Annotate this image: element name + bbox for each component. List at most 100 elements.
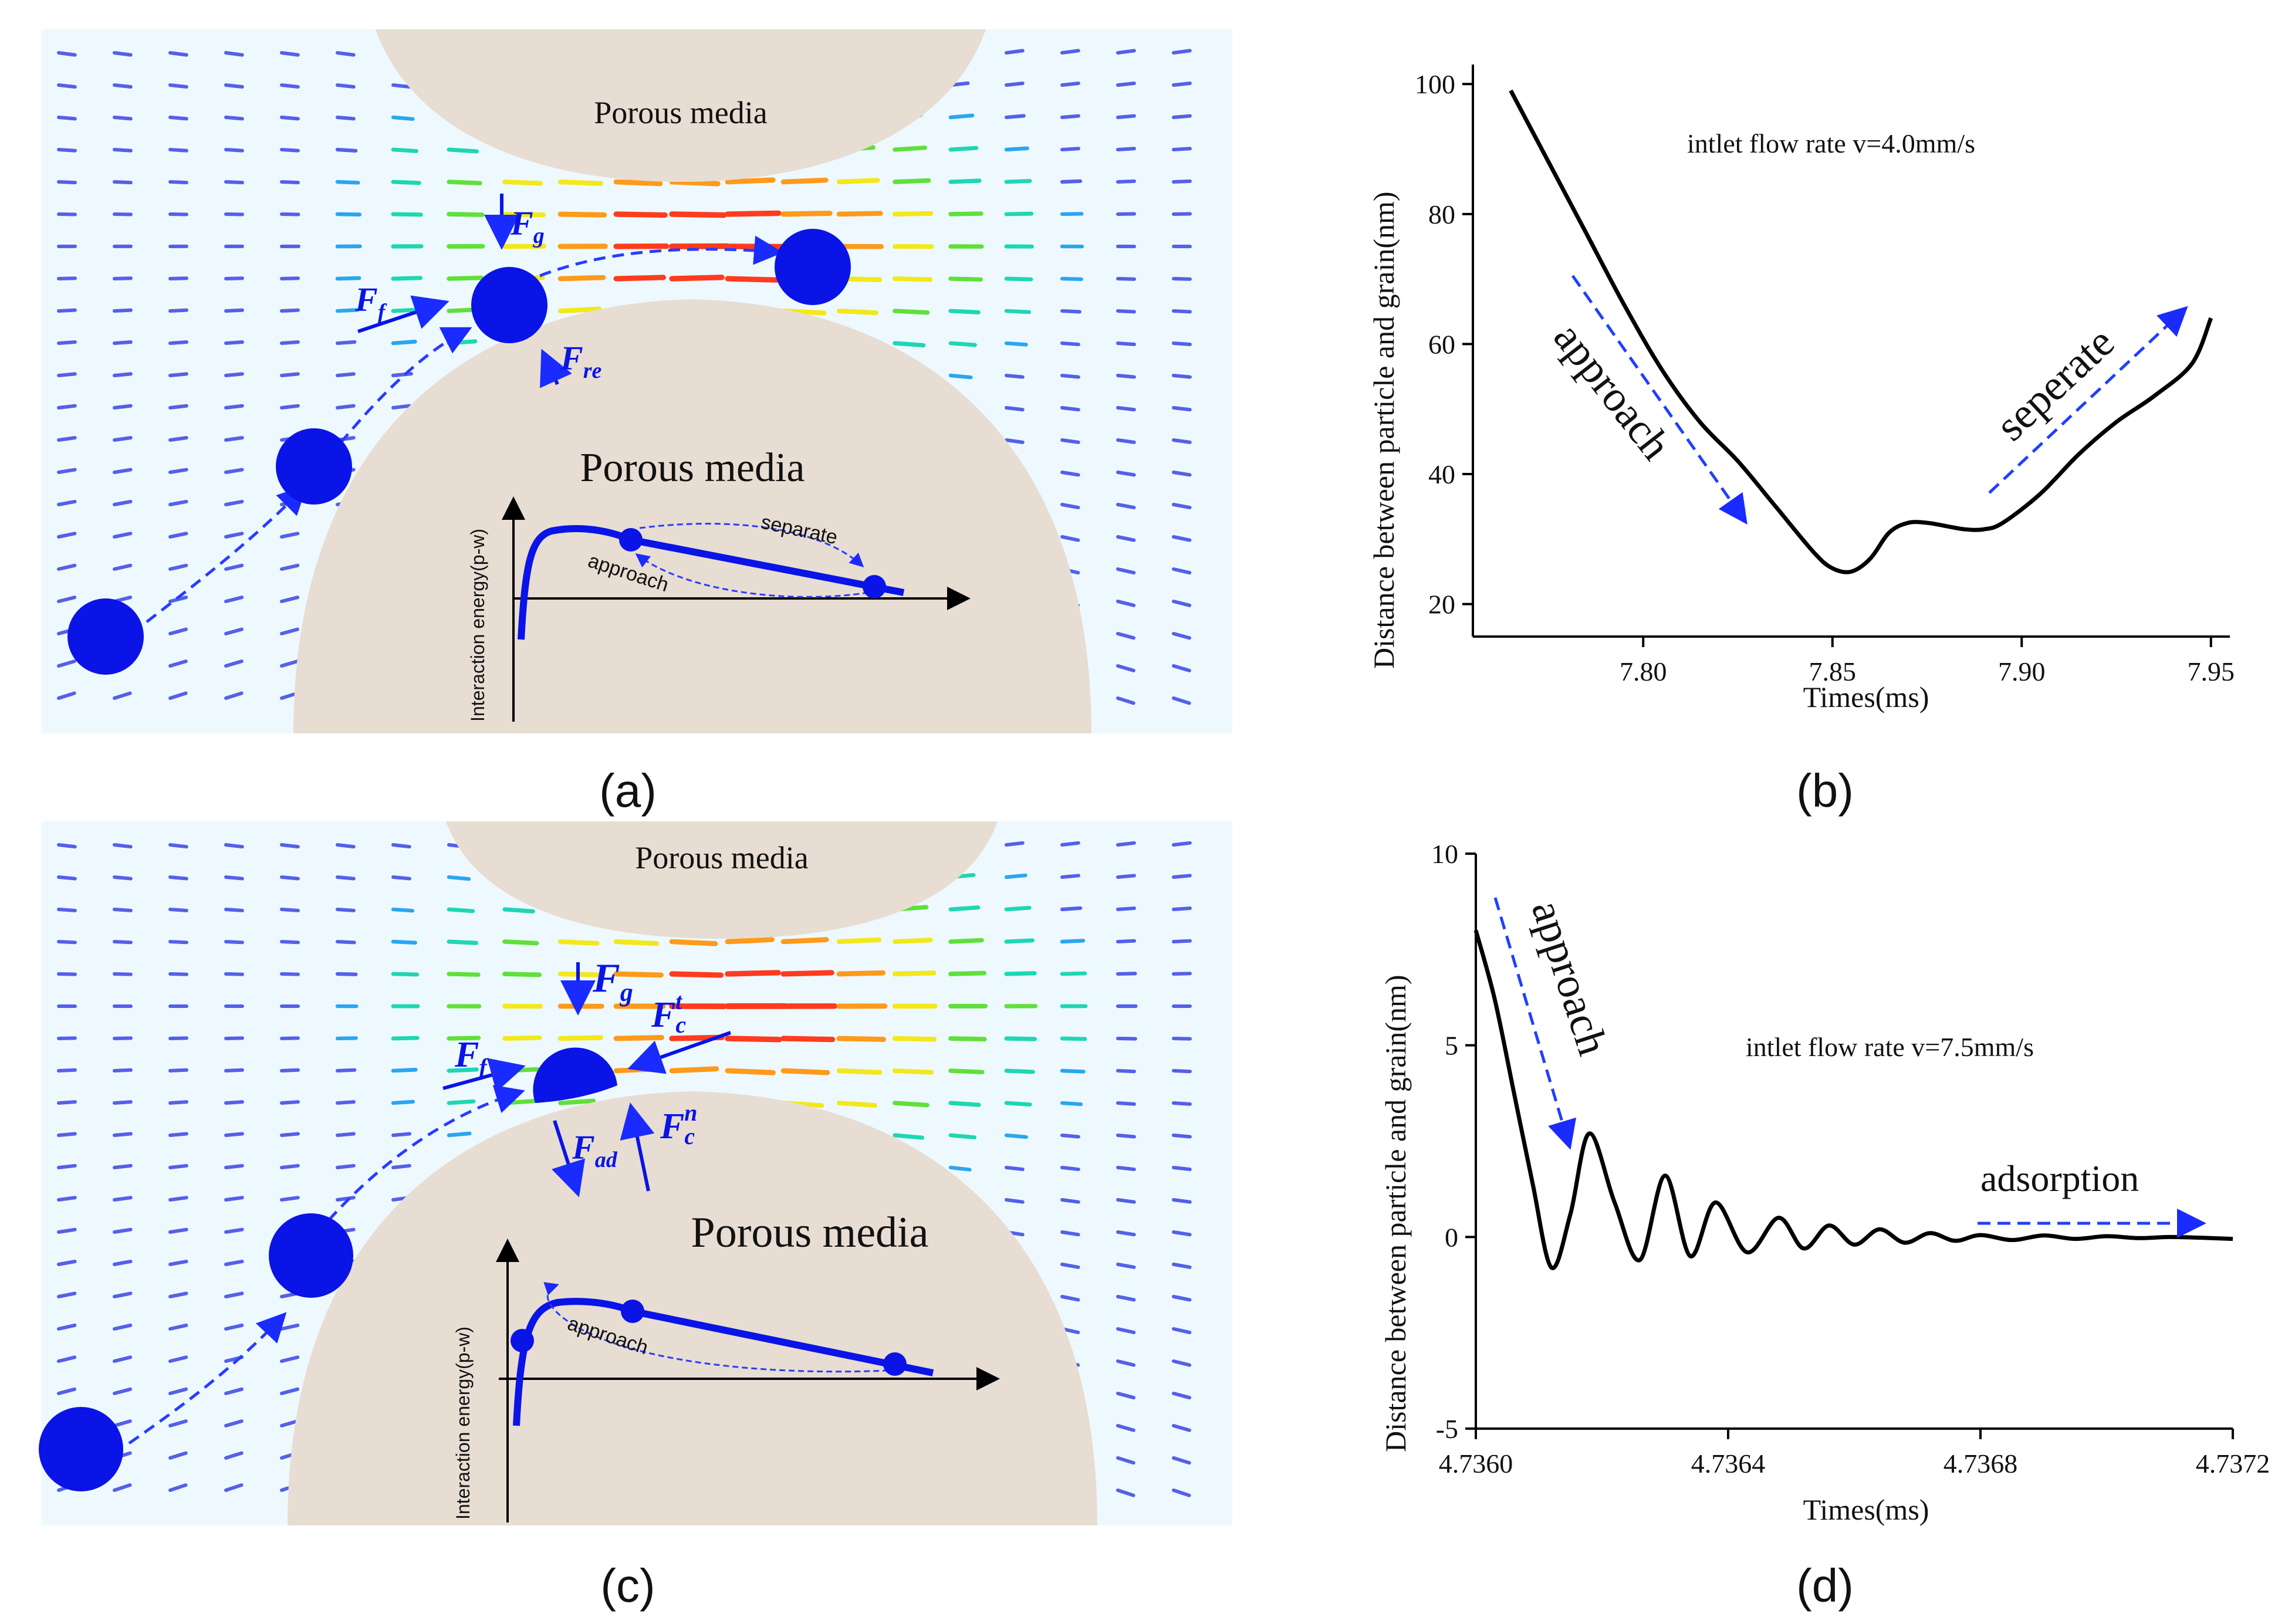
panel-label-c: (c) [600, 1559, 655, 1612]
flow-vector [113, 1323, 133, 1331]
flow-vector [1172, 374, 1192, 379]
flow-vector [893, 178, 931, 184]
flow-vector [113, 532, 133, 539]
flow-vector [447, 875, 471, 881]
flow-vector [57, 116, 77, 121]
chart-d-series-line [1473, 929, 2233, 1270]
flow-vector [113, 276, 133, 280]
panel-label-d: (d) [1796, 1559, 1854, 1612]
flow-vector [1116, 1392, 1136, 1400]
flow-vector [113, 1387, 133, 1395]
flow-vector [502, 939, 539, 946]
flow-vector [335, 340, 357, 346]
flow-vector [1116, 535, 1136, 542]
chart-b-xtick-label: 7.85 [1809, 657, 1857, 686]
flow-vector [1172, 664, 1191, 672]
flow-vector [57, 372, 77, 377]
flow-vector [1060, 438, 1080, 444]
flow-vector [391, 1163, 411, 1169]
flow-vector [447, 1099, 476, 1105]
flow-vector [224, 372, 244, 377]
flow-vector [224, 1483, 244, 1492]
flow-vector [1116, 632, 1136, 640]
flow-vector [725, 210, 782, 217]
flow-vector [893, 309, 930, 315]
flow-vector [224, 1260, 244, 1266]
flow-vector [1172, 696, 1191, 705]
chart-d-xlabel: Times(ms) [1803, 1493, 1929, 1526]
flow-vector [113, 908, 133, 912]
particle-a1 [67, 598, 144, 675]
flow-vector [57, 843, 77, 849]
flow-vector [391, 307, 421, 313]
flow-vector [113, 340, 133, 345]
flow-vector [948, 1165, 972, 1172]
flow-vector [1060, 147, 1080, 151]
chart-d-ylabel: Distance between particle and grain(nm) [1379, 975, 1412, 1452]
flow-vector [224, 972, 244, 976]
flow-vector [1116, 438, 1136, 444]
flow-vector [168, 532, 188, 539]
flow-vector [447, 212, 485, 217]
flow-vector [1172, 81, 1192, 87]
flow-vector [1116, 1359, 1136, 1367]
flow-vector [280, 1419, 299, 1427]
flow-vector [391, 939, 417, 945]
flow-vector [669, 179, 721, 187]
flow-vector [168, 1419, 188, 1427]
flow-vector [113, 1132, 133, 1137]
flow-vector [280, 596, 300, 603]
flow-vector [113, 212, 133, 216]
flow-vector [1005, 81, 1025, 87]
force-fcn-arrow-c [620, 1102, 655, 1192]
inset-approach-arrow-a [635, 553, 869, 598]
flow-vector [836, 178, 880, 185]
flow-vector [280, 404, 300, 410]
flow-vector [613, 211, 668, 218]
flow-vector [336, 908, 356, 912]
flow-vector [447, 907, 475, 914]
flow-vector [1116, 309, 1136, 314]
flow-vector [948, 341, 977, 347]
inset-energy-curve-c [513, 1298, 934, 1426]
flow-vector [113, 1068, 133, 1072]
flow-vector [224, 596, 244, 603]
flow-vector [280, 1355, 300, 1363]
flow-vector [1116, 841, 1136, 847]
flow-vector [1172, 632, 1192, 640]
flow-vector [336, 404, 356, 410]
bottom-grain-a [293, 299, 1091, 733]
chart-d-ytick-label: -5 [1436, 1414, 1458, 1444]
flow-vector [836, 937, 882, 945]
flow-vector [57, 276, 77, 280]
flow-vector [1005, 1198, 1025, 1204]
flow-vector [1116, 1134, 1136, 1139]
flow-vector [613, 1066, 660, 1074]
flow-vector [1172, 1230, 1192, 1237]
flow-vector [1116, 874, 1136, 879]
flow-vector [280, 1387, 300, 1395]
chart-d-annotation: intlet flow rate v=7.5mm/s [1746, 1032, 2034, 1062]
chart-b-approach-arrow [1571, 275, 1748, 525]
flow-vector [836, 970, 886, 977]
flow-vector [280, 372, 300, 377]
flow-vector [893, 1068, 934, 1075]
flow-vector [1172, 972, 1192, 976]
flow-vector [669, 1066, 719, 1074]
flow-vector [224, 532, 244, 539]
flow-vector [336, 51, 356, 57]
flow-vector [836, 308, 878, 316]
flow-vector [224, 843, 244, 849]
flow-vector [502, 972, 542, 977]
chart-d-ytick-label: 0 [1445, 1222, 1458, 1252]
flow-vector [948, 373, 973, 380]
flow-vector [1004, 146, 1029, 152]
flow-vector [1172, 874, 1192, 879]
flow-vector [280, 875, 300, 881]
chart-d-ytick-label: 10 [1431, 839, 1458, 869]
bottom-grain-c [288, 1091, 1097, 1525]
flow-vector [948, 1068, 985, 1075]
flow-vector [168, 83, 188, 89]
flow-vector [113, 404, 133, 410]
